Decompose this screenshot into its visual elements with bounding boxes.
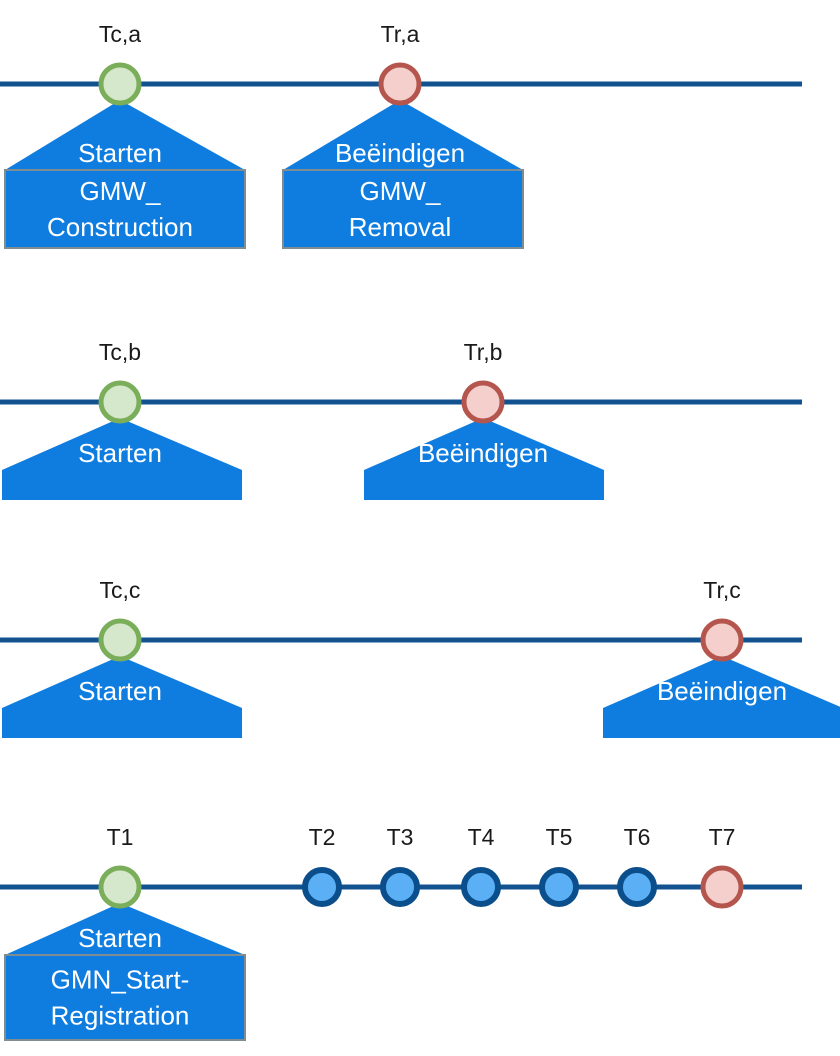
event-flag-box-tc-a: [4, 169, 246, 249]
event-node-t3[interactable]: [380, 867, 420, 907]
event-node-t5[interactable]: [539, 867, 579, 907]
node-label-t2: T2: [309, 824, 336, 850]
node-label-tr-b: Tr,b: [464, 339, 503, 365]
event-node-tc-a[interactable]: [98, 62, 142, 106]
flag-headline-tr-c: Beëindigen: [657, 676, 787, 706]
flag-box-line-tr-a-0: GMW_: [360, 176, 441, 206]
flag-headline-tr-a: Beëindigen: [335, 138, 465, 168]
node-label-tr-c: Tr,c: [703, 577, 740, 603]
node-label-t1: T1: [107, 824, 134, 850]
event-node-tr-b[interactable]: [461, 380, 505, 424]
node-label-t7: T7: [709, 824, 736, 850]
flag-headline-tc-a: Starten: [78, 138, 162, 168]
flag-headline-tr-b: Beëindigen: [418, 438, 548, 468]
event-node-t6[interactable]: [617, 867, 657, 907]
node-label-tr-a: Tr,a: [381, 21, 420, 47]
node-label-tc-c: Tc,c: [100, 577, 141, 603]
flag-box-line-tc-a-0: GMW_: [80, 176, 161, 206]
event-node-tc-b[interactable]: [98, 380, 142, 424]
event-node-t1[interactable]: [98, 865, 142, 909]
flag-headline-t1: Starten: [78, 923, 162, 953]
event-node-tc-c[interactable]: [98, 618, 142, 662]
node-label-tc-b: Tc,b: [99, 339, 141, 365]
node-labels-layer: Tc,a Tr,aTc,b Tr,bTc,c Tr,cT1 T2 T3 T4 T5 T6 T7: [99, 21, 741, 850]
flag-box-line-tc-a-1: Construction: [47, 212, 193, 242]
node-label-tc-a: Tc,a: [99, 21, 141, 47]
event-flag-tr-b: [364, 418, 604, 500]
flag-box-line-t1-0: GMN_Start-: [51, 965, 190, 995]
event-node-t2[interactable]: [302, 867, 342, 907]
node-label-t5: T5: [546, 824, 573, 850]
flag-headline-tc-b: Starten: [78, 438, 162, 468]
event-node-t7[interactable]: [700, 865, 744, 909]
event-flag-tc-c: [2, 656, 242, 738]
event-nodes-layer: [98, 62, 744, 909]
event-flag-box-t1: [4, 954, 246, 1041]
node-label-t4: T4: [468, 824, 495, 850]
flag-box-line-t1-1: Registration: [51, 1001, 190, 1031]
event-node-tr-a[interactable]: [378, 62, 422, 106]
node-label-t3: T3: [387, 824, 414, 850]
flag-headline-tc-c: Starten: [78, 676, 162, 706]
event-flag-tc-b: [2, 418, 242, 500]
event-flag-box-tr-a: [282, 169, 524, 249]
event-flag-tr-c: [603, 656, 840, 738]
event-node-tr-c[interactable]: [700, 618, 744, 662]
node-label-t6: T6: [624, 824, 651, 850]
event-node-t4[interactable]: [461, 867, 501, 907]
event-flags-layer: StartenGMW_ConstructionBeëindigenGMW_Rem…: [2, 100, 840, 1041]
flag-box-line-tr-a-1: Removal: [349, 212, 452, 242]
